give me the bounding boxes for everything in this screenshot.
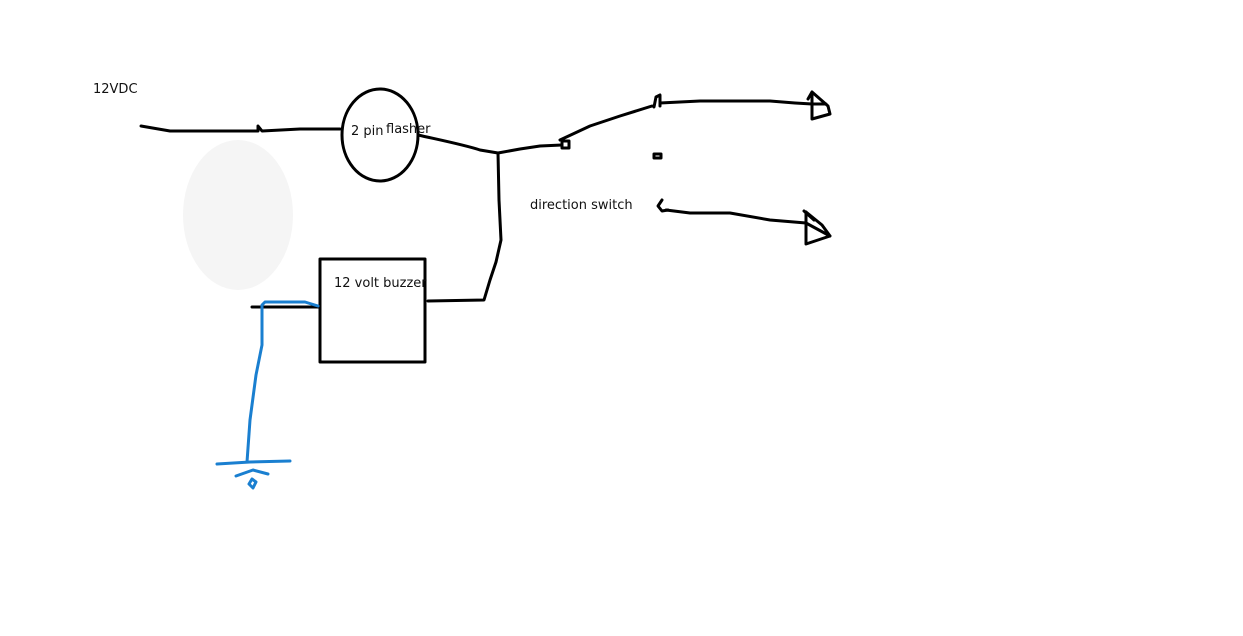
supply-label: 12VDC: [93, 82, 138, 97]
switch-label: direction switch: [530, 198, 633, 213]
switch-terminal-middle: [652, 152, 663, 160]
buzzer-label: 12 volt buzzer: [334, 276, 427, 291]
switch-lever: [558, 104, 654, 142]
flasher-output-wire: [416, 133, 500, 155]
lamp-upper-wire: [658, 99, 814, 106]
eraser-smudge: [183, 140, 293, 290]
ground-symbol: [215, 459, 292, 490]
flasher-label-pin: 2 pin: [351, 124, 384, 139]
lamp-lower: [802, 209, 832, 246]
lamp-upper: [806, 90, 832, 121]
buzzer-box: [318, 257, 427, 364]
lamp-lower-wire: [664, 208, 808, 225]
switch-common-wire: [496, 143, 564, 155]
flasher-label-name: flasher: [386, 122, 431, 137]
switch-terminal-upper: [652, 93, 662, 109]
switch-common-terminal: [560, 139, 571, 150]
ground-wire: [245, 300, 320, 464]
buzzer-feed-wire: [426, 151, 503, 303]
supply-wire: [139, 124, 342, 133]
